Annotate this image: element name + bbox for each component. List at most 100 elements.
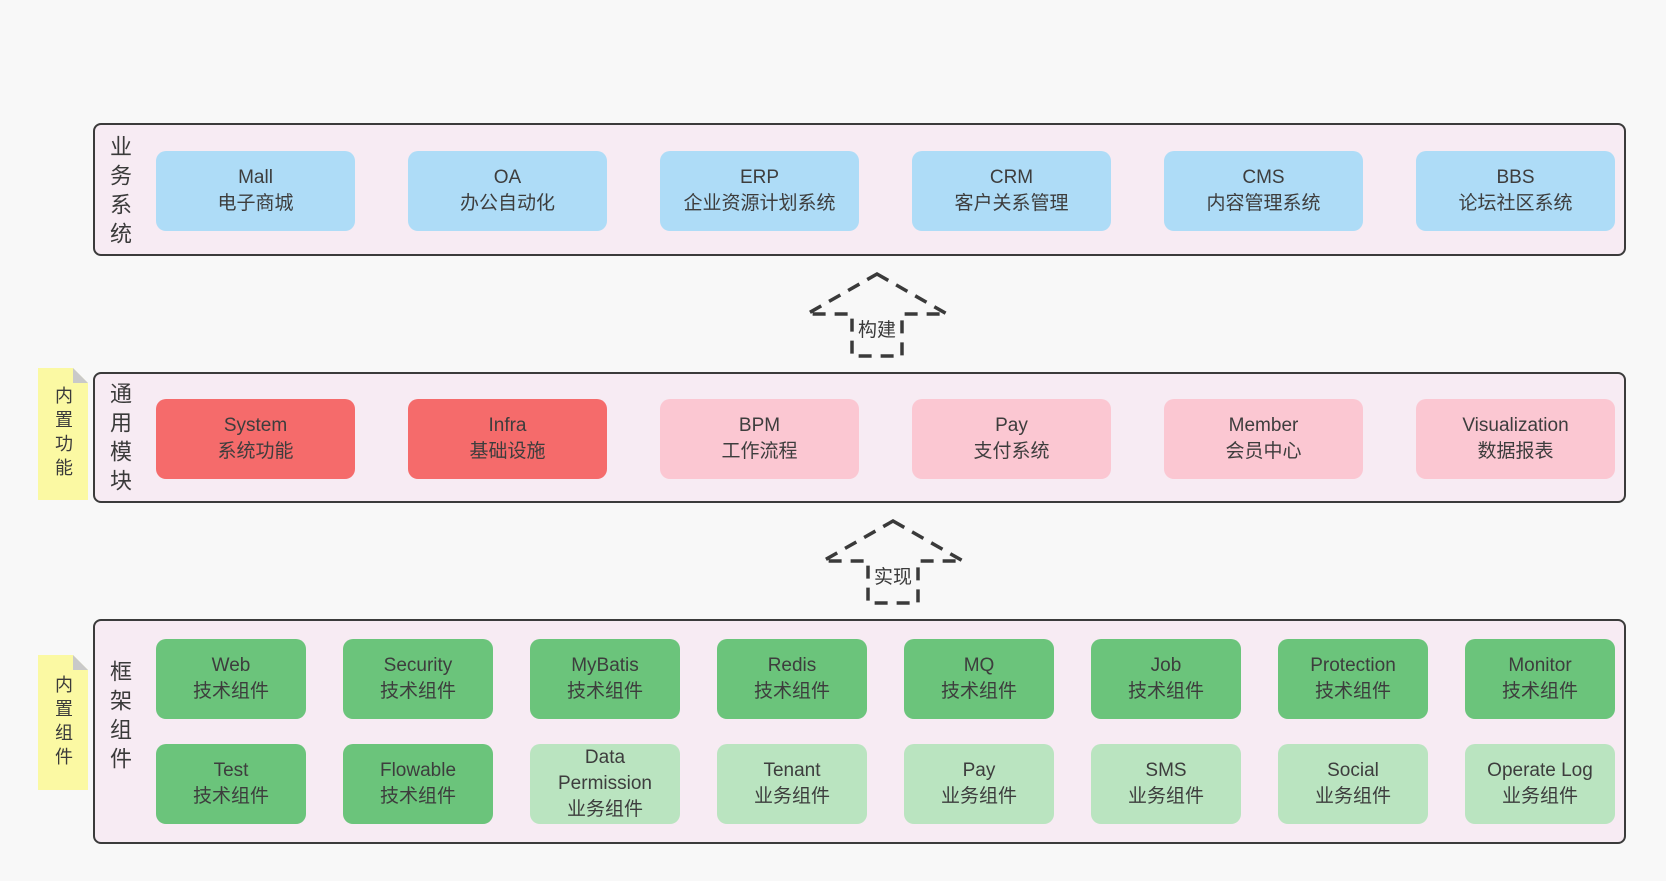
box-subtitle: 办公自动化 <box>459 193 555 214</box>
box-bpm: BPM 工作流程 <box>660 399 859 479</box>
box-title: Monitor <box>1508 654 1572 676</box>
box-subtitle: 工作流程 <box>721 441 798 462</box>
section-framework-components: 框架组件 Web 技术组件 Security 技术组件 MyBatis 技术组件… <box>93 619 1626 844</box>
box-subtitle: 技术组件 <box>192 786 269 807</box>
box-subtitle: 技术组件 <box>1127 681 1204 702</box>
box-crm: CRM 客户关系管理 <box>912 151 1111 231</box>
box-title: CRM <box>989 166 1034 188</box>
box-redis: Redis 技术组件 <box>717 639 867 719</box>
box-title: Data Permission <box>558 746 652 794</box>
box-subtitle: 数据报表 <box>1477 441 1554 462</box>
box-subtitle: 业务组件 <box>1501 786 1578 807</box>
box-row: Web 技术组件 Security 技术组件 MyBatis 技术组件 Redi… <box>156 639 1615 719</box>
box-subtitle: 技术组件 <box>379 786 456 807</box>
section-label: 通用模块 <box>107 382 132 498</box>
arrow-label: 实现 <box>870 562 916 589</box>
up-arrow-icon <box>804 271 950 358</box>
box-social: Social 业务组件 <box>1278 744 1428 824</box>
box-subtitle: 会员中心 <box>1225 441 1302 462</box>
box-title: SMS <box>1145 759 1187 781</box>
box-data-permission: Data Permission 业务组件 <box>530 744 680 824</box>
box-row: Test 技术组件 Flowable 技术组件 Data Permission … <box>156 744 1615 824</box>
box-subtitle: 技术组件 <box>1314 681 1391 702</box>
arrow-build: 构建 <box>804 271 950 359</box>
box-subtitle: 电子商城 <box>217 193 294 214</box>
box-web: Web 技术组件 <box>156 639 306 719</box>
box-mall: Mall 电子商城 <box>156 151 355 231</box>
box-title: MyBatis <box>571 654 639 676</box>
box-subtitle: 技术组件 <box>753 681 830 702</box>
sticky-note-built-in-components: 内置组件 <box>38 655 88 790</box>
up-arrow-icon <box>820 518 966 605</box>
folded-corner-icon <box>73 368 88 383</box>
box-title: Pay <box>962 759 996 781</box>
box-title: Protection <box>1310 654 1396 676</box>
box-title: Redis <box>767 654 817 676</box>
section-label: 框架组件 <box>107 660 132 776</box>
box-operate-log: Operate Log 业务组件 <box>1465 744 1615 824</box>
box-subtitle: 业务组件 <box>940 786 1017 807</box>
arrow-implement: 实现 <box>820 518 966 606</box>
arrow-label: 构建 <box>854 315 900 342</box>
box-title: Infra <box>488 414 527 436</box>
box-monitor: Monitor 技术组件 <box>1465 639 1615 719</box>
box-security: Security 技术组件 <box>343 639 493 719</box>
box-title: Flowable <box>379 759 457 781</box>
box-subtitle: 技术组件 <box>940 681 1017 702</box>
box-system: System 系统功能 <box>156 399 355 479</box>
sticky-label: 内置功能 <box>53 386 73 482</box>
box-pay: Pay 支付系统 <box>912 399 1111 479</box>
box-title: BPM <box>738 414 781 436</box>
box-subtitle: 客户关系管理 <box>954 193 1069 214</box>
box-title: System <box>223 414 288 436</box>
box-subtitle: 系统功能 <box>217 441 294 462</box>
box-subtitle: 支付系统 <box>973 441 1050 462</box>
box-title: Pay <box>995 414 1028 436</box>
box-title: MQ <box>963 654 995 676</box>
folded-corner-icon <box>73 655 88 670</box>
box-title: Job <box>1150 654 1182 676</box>
box-title: Member <box>1228 414 1299 436</box>
box-erp: ERP 企业资源计划系统 <box>660 151 859 231</box>
sticky-label: 内置组件 <box>53 674 73 771</box>
box-title: Operate Log <box>1487 759 1593 781</box>
box-tenant: Tenant 业务组件 <box>717 744 867 824</box>
box-title: CMS <box>1242 166 1285 188</box>
box-subtitle: 论坛社区系统 <box>1458 193 1573 214</box>
box-subtitle: 企业资源计划系统 <box>683 193 836 214</box>
box-subtitle: 基础设施 <box>469 441 546 462</box>
box-member: Member 会员中心 <box>1164 399 1363 479</box>
box-bbs: BBS 论坛社区系统 <box>1416 151 1615 231</box>
box-subtitle: 技术组件 <box>379 681 456 702</box>
box-protection: Protection 技术组件 <box>1278 639 1428 719</box>
box-row: System 系统功能 Infra 基础设施 BPM 工作流程 Pay 支付系统… <box>156 399 1615 479</box>
box-test: Test 技术组件 <box>156 744 306 824</box>
box-subtitle: 业务组件 <box>1127 786 1204 807</box>
box-subtitle: 业务组件 <box>566 799 643 821</box>
box-mybatis: MyBatis 技术组件 <box>530 639 680 719</box>
box-row: Mall 电子商城 OA 办公自动化 ERP 企业资源计划系统 CRM 客户关系… <box>156 151 1615 231</box>
sticky-note-built-in-features: 内置功能 <box>38 368 88 500</box>
box-mq: MQ 技术组件 <box>904 639 1054 719</box>
section-label: 业务系统 <box>107 135 132 251</box>
box-title: Tenant <box>763 759 821 781</box>
box-subtitle: 业务组件 <box>753 786 830 807</box>
box-flowable: Flowable 技术组件 <box>343 744 493 824</box>
box-cms: CMS 内容管理系统 <box>1164 151 1363 231</box>
box-infra: Infra 基础设施 <box>408 399 607 479</box>
box-title: ERP <box>739 166 780 188</box>
box-pay-business: Pay 业务组件 <box>904 744 1054 824</box>
box-subtitle: 技术组件 <box>566 681 643 702</box>
box-title: Security <box>383 654 453 676</box>
box-job: Job 技术组件 <box>1091 639 1241 719</box>
box-subtitle: 内容管理系统 <box>1206 193 1321 214</box>
box-title: Test <box>213 759 249 781</box>
box-subtitle: 技术组件 <box>192 681 269 702</box>
box-sms: SMS 业务组件 <box>1091 744 1241 824</box>
box-title: Mall <box>238 166 273 188</box>
box-subtitle: 业务组件 <box>1314 786 1391 807</box>
box-title: Web <box>211 654 251 676</box>
box-title: Social <box>1327 759 1379 781</box>
box-title: Visualization <box>1462 414 1569 436</box>
